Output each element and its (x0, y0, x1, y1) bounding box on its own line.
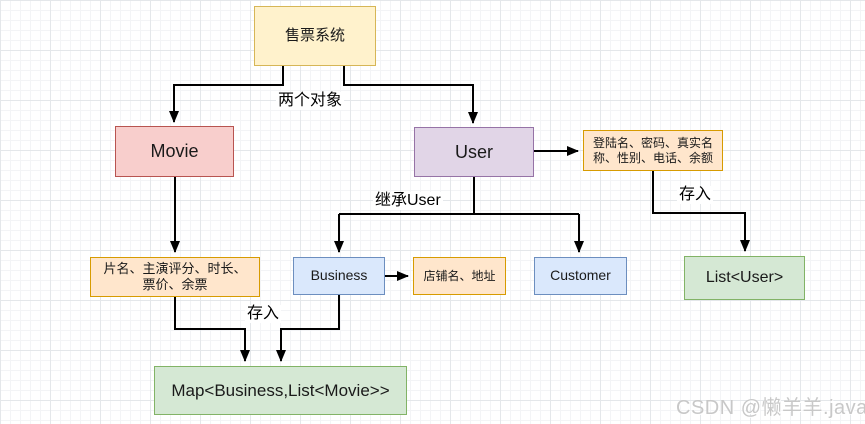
node-movie-attributes-label: 片名、主演评分、时长、 票价、余票 (103, 260, 247, 292)
edge-label-store-left: 存入 (245, 305, 282, 323)
node-user-attributes: 登陆名、密码、真实名 称、性别、电话、余额 (583, 130, 723, 171)
node-business: Business (293, 257, 385, 295)
node-user-label: User (454, 141, 493, 162)
csdn-watermark: CSDN @懒羊羊.java (676, 397, 865, 419)
node-user: User (414, 127, 534, 177)
node-customer-label: Customer (550, 267, 611, 284)
node-map-business-list-movie: Map<Business,List<Movie>> (154, 366, 407, 415)
edge-ticket-to-user (343, 66, 478, 124)
edge-business-to-map (276, 295, 340, 362)
node-business-label: Business (310, 267, 368, 284)
node-list-user: List<User> (684, 256, 805, 300)
edge-user-attrs-to-list (652, 171, 750, 252)
node-shop-attributes: 店铺名、地址 (413, 257, 506, 295)
node-customer: Customer (534, 257, 627, 295)
node-movie: Movie (115, 126, 234, 177)
node-list-user-label: List<User> (705, 269, 784, 286)
node-map-business-list-movie-label: Map<Business,List<Movie>> (171, 380, 390, 400)
node-ticket-system-label: 售票系统 (284, 26, 345, 44)
node-movie-attributes: 片名、主演评分、时长、 票价、余票 (90, 257, 260, 297)
node-user-attributes-label: 登陆名、密码、真实名 称、性别、电话、余额 (592, 135, 713, 165)
edge-ticket-to-movie (169, 66, 284, 123)
edge-movie-attrs-to-map (174, 297, 250, 362)
node-shop-attributes-label: 店铺名、地址 (423, 268, 496, 283)
node-movie-label: Movie (150, 141, 199, 162)
edge-label-inherit-user: 继承User (373, 192, 443, 210)
node-ticket-system: 售票系统 (254, 6, 376, 66)
edge-label-two-objects: 两个对象 (276, 92, 345, 110)
edge-label-store-right: 存入 (677, 186, 714, 204)
